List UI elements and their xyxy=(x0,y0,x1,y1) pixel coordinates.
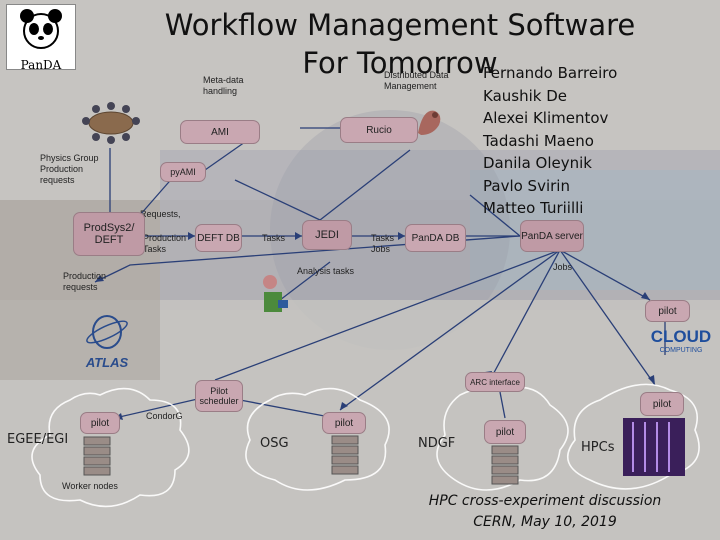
hpc-rack-icon xyxy=(623,418,685,476)
computing-logo-text: COMPUTING xyxy=(650,346,712,356)
rucio-icon xyxy=(413,103,447,139)
footer-line: CERN, May 10, 2019 xyxy=(400,512,690,533)
panda-logo: PanDA xyxy=(6,4,76,70)
pilot-egee-box: pilot xyxy=(80,412,120,434)
panda-icon xyxy=(7,5,75,53)
jobs-label: Jobs xyxy=(553,262,572,273)
cloud-logo-text: CLOUD xyxy=(650,328,712,346)
requests-label: Requests, xyxy=(140,209,181,220)
panda-logo-text: PanDA xyxy=(7,58,75,72)
pilot-ndgf-box: pilot xyxy=(484,420,526,444)
prodsys2-box: ProdSys2/ DEFT xyxy=(73,212,145,256)
atlas-logo: ATLAS xyxy=(82,312,132,372)
production-tasks-label: Production Tasks xyxy=(143,233,193,255)
panda-db-box: PanDA DB xyxy=(405,224,466,252)
osg-label: OSG xyxy=(260,436,289,451)
author-name: Fernando Barreiro xyxy=(483,62,653,85)
egee-label: EGEE/EGI xyxy=(7,432,68,447)
deft-db-box: DEFT DB xyxy=(195,224,242,252)
author-name: Matteo Turiilli xyxy=(483,197,653,220)
server-stack-icon xyxy=(330,434,360,476)
tasks-label: Tasks xyxy=(262,233,285,244)
ami-box: AMI xyxy=(180,120,260,144)
pyami-box: pyAMI xyxy=(160,162,206,182)
ndgf-label: NDGF xyxy=(418,436,455,451)
atlas-logo-text: ATLAS xyxy=(82,355,132,370)
pilot-scheduler-box: Pilot scheduler xyxy=(195,380,243,412)
physics-group-label: Physics Group Production requests xyxy=(40,153,120,186)
user-icon xyxy=(258,272,292,322)
jedi-box: JEDI xyxy=(302,220,352,250)
server-stack-icon xyxy=(490,444,520,486)
pilot-cloud-box: pilot xyxy=(645,300,690,322)
author-name: Alexei Klimentov xyxy=(483,107,653,130)
arc-interface-box: ARC interface xyxy=(465,372,525,392)
cloud-computing-logo: CLOUD COMPUTING xyxy=(650,328,712,358)
footer: HPC cross-experiment discussion CERN, Ma… xyxy=(400,491,690,533)
author-name: Danila Oleynik xyxy=(483,152,653,175)
meeting-table-icon xyxy=(78,95,144,147)
analysis-tasks-label: Analysis tasks xyxy=(297,266,354,277)
condorg-label: CondorG xyxy=(146,411,183,422)
author-name: Kaushik De xyxy=(483,85,653,108)
production-requests-label: Production requests xyxy=(63,271,123,293)
footer-line: HPC cross-experiment discussion xyxy=(400,491,690,512)
author-list: Fernando Barreiro Kaushik De Alexei Klim… xyxy=(483,62,653,220)
panda-server-box: PanDA server xyxy=(520,220,584,252)
distributed-data-label: Distributed Data Management xyxy=(384,70,469,92)
metadata-handling-label: Meta-data handling xyxy=(203,75,263,97)
server-stack-icon xyxy=(82,435,112,477)
rucio-box: Rucio xyxy=(340,117,418,143)
pilot-osg-box: pilot xyxy=(322,412,366,434)
worker-nodes-label: Worker nodes xyxy=(62,481,118,492)
author-name: Pavlo Svirin xyxy=(483,175,653,198)
pilot-hpc-box: pilot xyxy=(640,392,684,416)
author-name: Tadashi Maeno xyxy=(483,130,653,153)
atlas-globe-icon xyxy=(82,312,132,350)
tasks-jobs-label: Tasks Jobs xyxy=(371,233,396,255)
hpcs-label: HPCs xyxy=(581,440,614,455)
